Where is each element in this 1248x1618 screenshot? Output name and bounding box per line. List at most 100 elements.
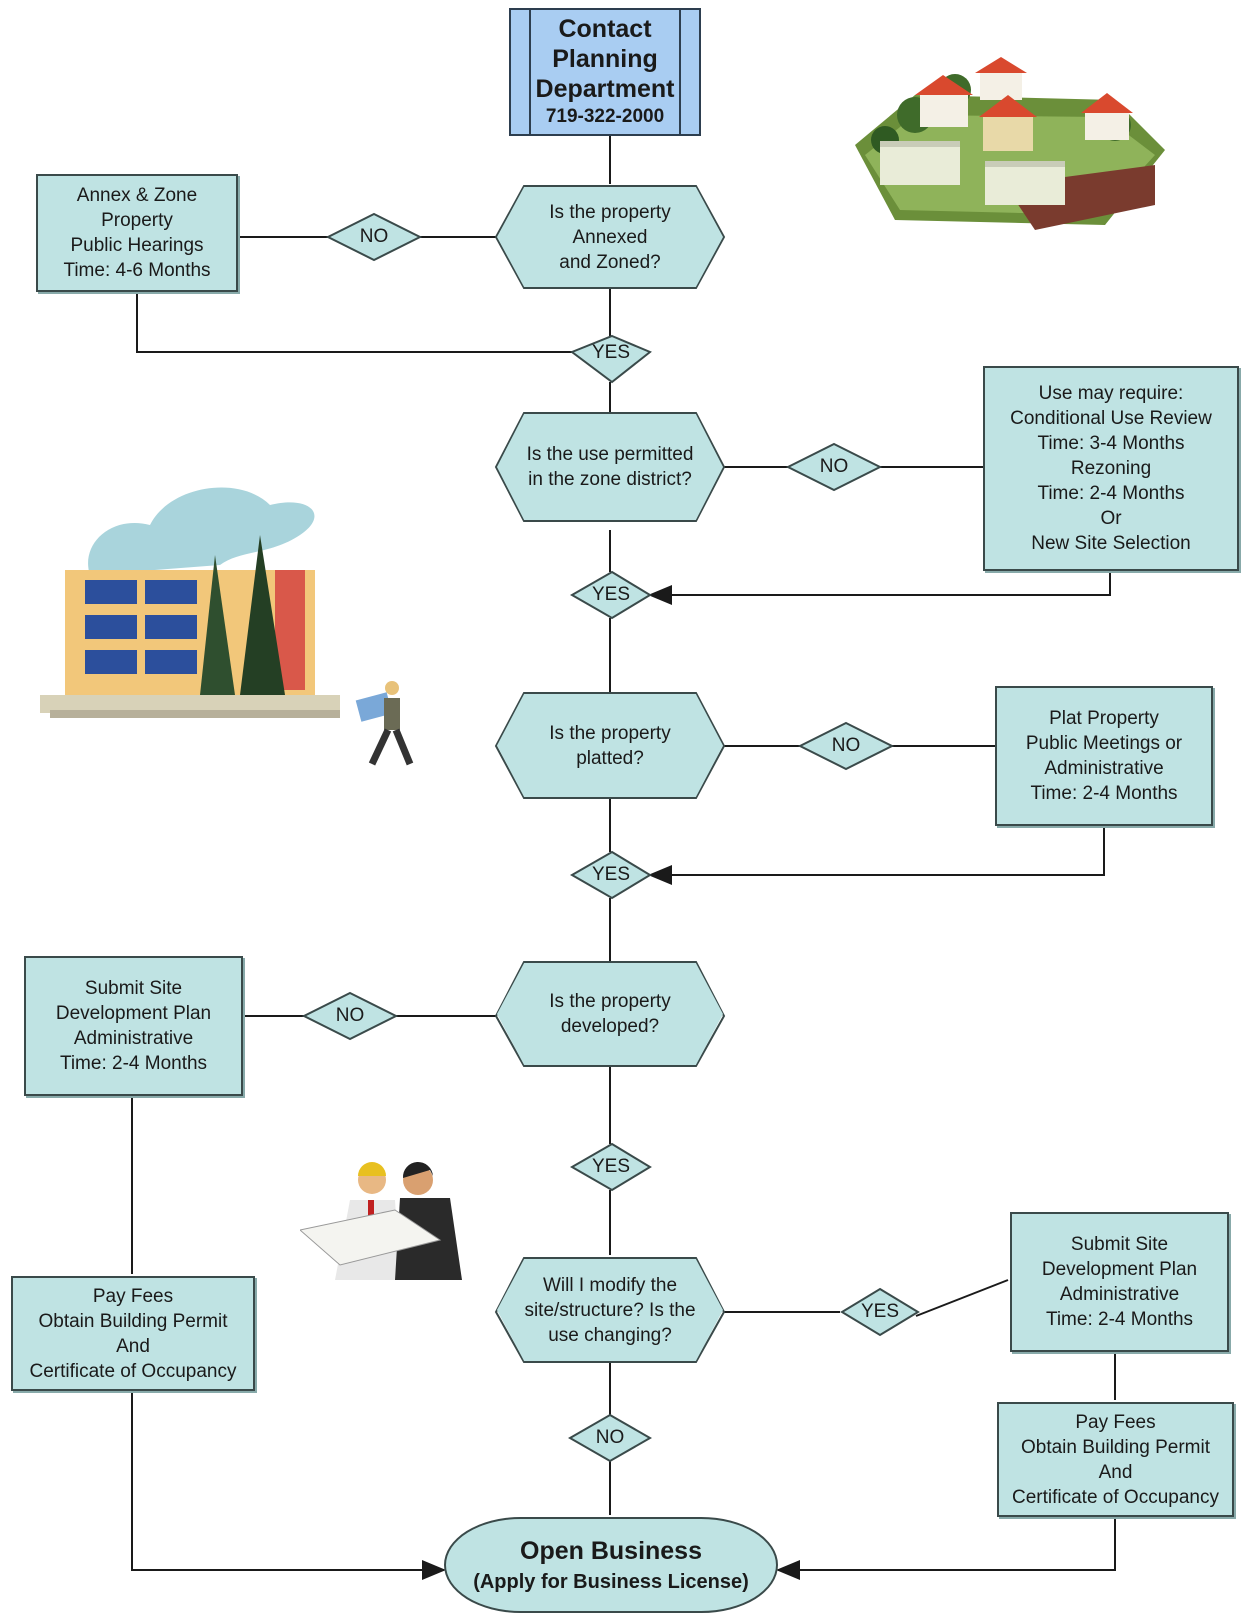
label-yes-1: YES [591,342,631,363]
end-open-business: Open Business (Apply for Business Licens… [444,1517,778,1613]
annex-line-4: Time: 4-6 Months [63,260,211,281]
plat-line-4: Time: 2-4 Months [1030,783,1178,804]
q2-line-2: in the zone district? [528,469,692,490]
label-no-1: NO [359,226,389,247]
use-line-1: Use may require: [1038,383,1184,404]
start-phone: 719-322-2000 [545,106,665,127]
question-developed: Is the property developed? [497,963,723,1065]
q4-line-2: developed? [560,1016,660,1037]
start-line-1: Contact [558,15,652,43]
sdp-left-line-1: Submit Site [84,978,183,999]
q1-line-2: Annexed [572,226,648,248]
diamond-yes-2-shape [569,570,652,620]
label-yes-2: YES [591,584,631,605]
box-submit-site-plan-right: Submit Site Development Plan Administrat… [1010,1212,1229,1352]
diamond-no-2-shape [785,442,883,492]
label-no-2: NO [819,456,849,477]
q3-line-1: Is the property [549,722,671,744]
box-plat-property: Plat Property Public Meetings or Adminis… [995,686,1213,826]
connector-plat-yes3 [648,825,1105,885]
question-platted: Is the property platted? [497,694,723,797]
question-annexed-zoned: Is the property Annexed and Zoned? [497,187,723,287]
start-contact-planning: Contact Planning Department 719-322-2000 [509,8,701,136]
q2-line-1: Is the use permitted [526,444,694,465]
question-modify-site: Will I modify the site/structure? Is the… [497,1259,723,1361]
fees-left-line-1: Pay Fees [92,1285,174,1307]
use-line-6: Or [1100,508,1122,529]
box-annex-zone: Annex & Zone Property Public Hearings Ti… [36,174,238,292]
use-line-2: Conditional Use Review [1010,408,1212,429]
annex-line-2: Property [101,210,173,231]
q5-line-3: use changing? [548,1324,672,1346]
box-use-may-require: Use may require: Conditional Use Review … [983,366,1239,571]
diamond-no-1-shape [325,212,423,262]
q1-line-1: Is the property [549,201,671,223]
connector-fees-right-end [776,1515,1116,1580]
surveyor-clipart [355,681,414,766]
businessmen-blueprint-clipart [300,1161,462,1280]
diamond-no-3-shape [797,721,895,771]
question-use-permitted: Is the use permitted in the zone distric… [497,414,723,520]
end-subtitle: (Apply for Business License) [473,1571,749,1593]
use-line-3: Time: 3-4 Months [1037,433,1185,454]
q1-line-3: and Zoned? [559,251,661,273]
fees-right-line-2: Obtain Building Permit [1020,1436,1211,1458]
sdp-left-line-2: Development Plan [55,1003,212,1024]
q5-line-2: site/structure? Is the [524,1299,696,1321]
label-no-4: NO [335,1005,365,1026]
label-yes-5: YES [860,1301,900,1322]
q3-line-2: platted? [576,747,644,769]
fees-right-line-3: And [1098,1461,1133,1483]
start-line-2: Planning [552,45,658,73]
sdp-right-line-2: Development Plan [1041,1259,1198,1280]
fees-right-line-4: Certificate of Occupancy [1012,1486,1219,1508]
fees-right-line-1: Pay Fees [1075,1411,1156,1433]
diamond-yes-3-shape [569,850,652,900]
box-pay-fees-left: Pay Fees Obtain Building Permit And Cert… [11,1276,255,1391]
use-line-4: Rezoning [1070,458,1152,479]
sdp-right-line-1: Submit Site [1070,1234,1169,1255]
sdp-right-line-4: Time: 2-4 Months [1045,1309,1194,1330]
annex-line-3: Public Hearings [70,235,204,256]
plat-line-3: Administrative [1044,758,1164,779]
diamond-no-5-shape [567,1413,653,1463]
q4-line-1: Is the property [549,991,671,1012]
hex-q2-outline [494,412,726,522]
fees-left-line-3: And [116,1335,150,1357]
fees-left-line-2: Obtain Building Permit [38,1310,228,1332]
box-pay-fees-right: Pay Fees Obtain Building Permit And Cert… [997,1402,1234,1517]
connector-annex-yes1 [136,292,572,353]
sdp-right-line-3: Administrative [1059,1284,1180,1305]
connector-use-yes2 [648,571,1111,605]
label-yes-4: YES [591,1156,631,1177]
diamond-yes-4-shape [569,1142,652,1192]
connector-fees-left-end [131,1389,446,1580]
use-line-7: New Site Selection [1031,533,1191,554]
diamond-yes-1-shape [569,334,652,384]
plat-line-1: Plat Property [1049,708,1159,729]
sdp-left-line-4: Time: 2-4 Months [59,1053,208,1074]
fees-left-line-4: Certificate of Occupancy [29,1360,237,1382]
end-title: Open Business [520,1537,702,1565]
hex-q4-outline [494,961,726,1067]
box-submit-site-plan-left: Submit Site Development Plan Administrat… [24,956,243,1096]
office-building-clipart [40,487,340,718]
start-line-3: Department [535,75,675,103]
diamond-yes-5-shape [840,1287,920,1337]
hex-q3-outline [494,692,726,799]
plat-line-2: Public Meetings or [1025,733,1183,754]
label-no-5: NO [595,1427,625,1448]
houses-clipart [855,57,1165,230]
label-yes-3: YES [591,864,631,885]
diamond-no-4-shape [301,991,399,1041]
annex-line-1: Annex & Zone [76,185,198,206]
label-no-3: NO [831,735,861,756]
hex-q5-outline [494,1257,726,1363]
q5-line-1: Will I modify the [542,1274,678,1296]
connector-yes-sdp-right [915,1279,1009,1317]
use-line-5: Time: 2-4 Months [1037,483,1185,504]
sdp-left-line-3: Administrative [73,1028,194,1049]
hex-q1-outline [494,185,726,289]
